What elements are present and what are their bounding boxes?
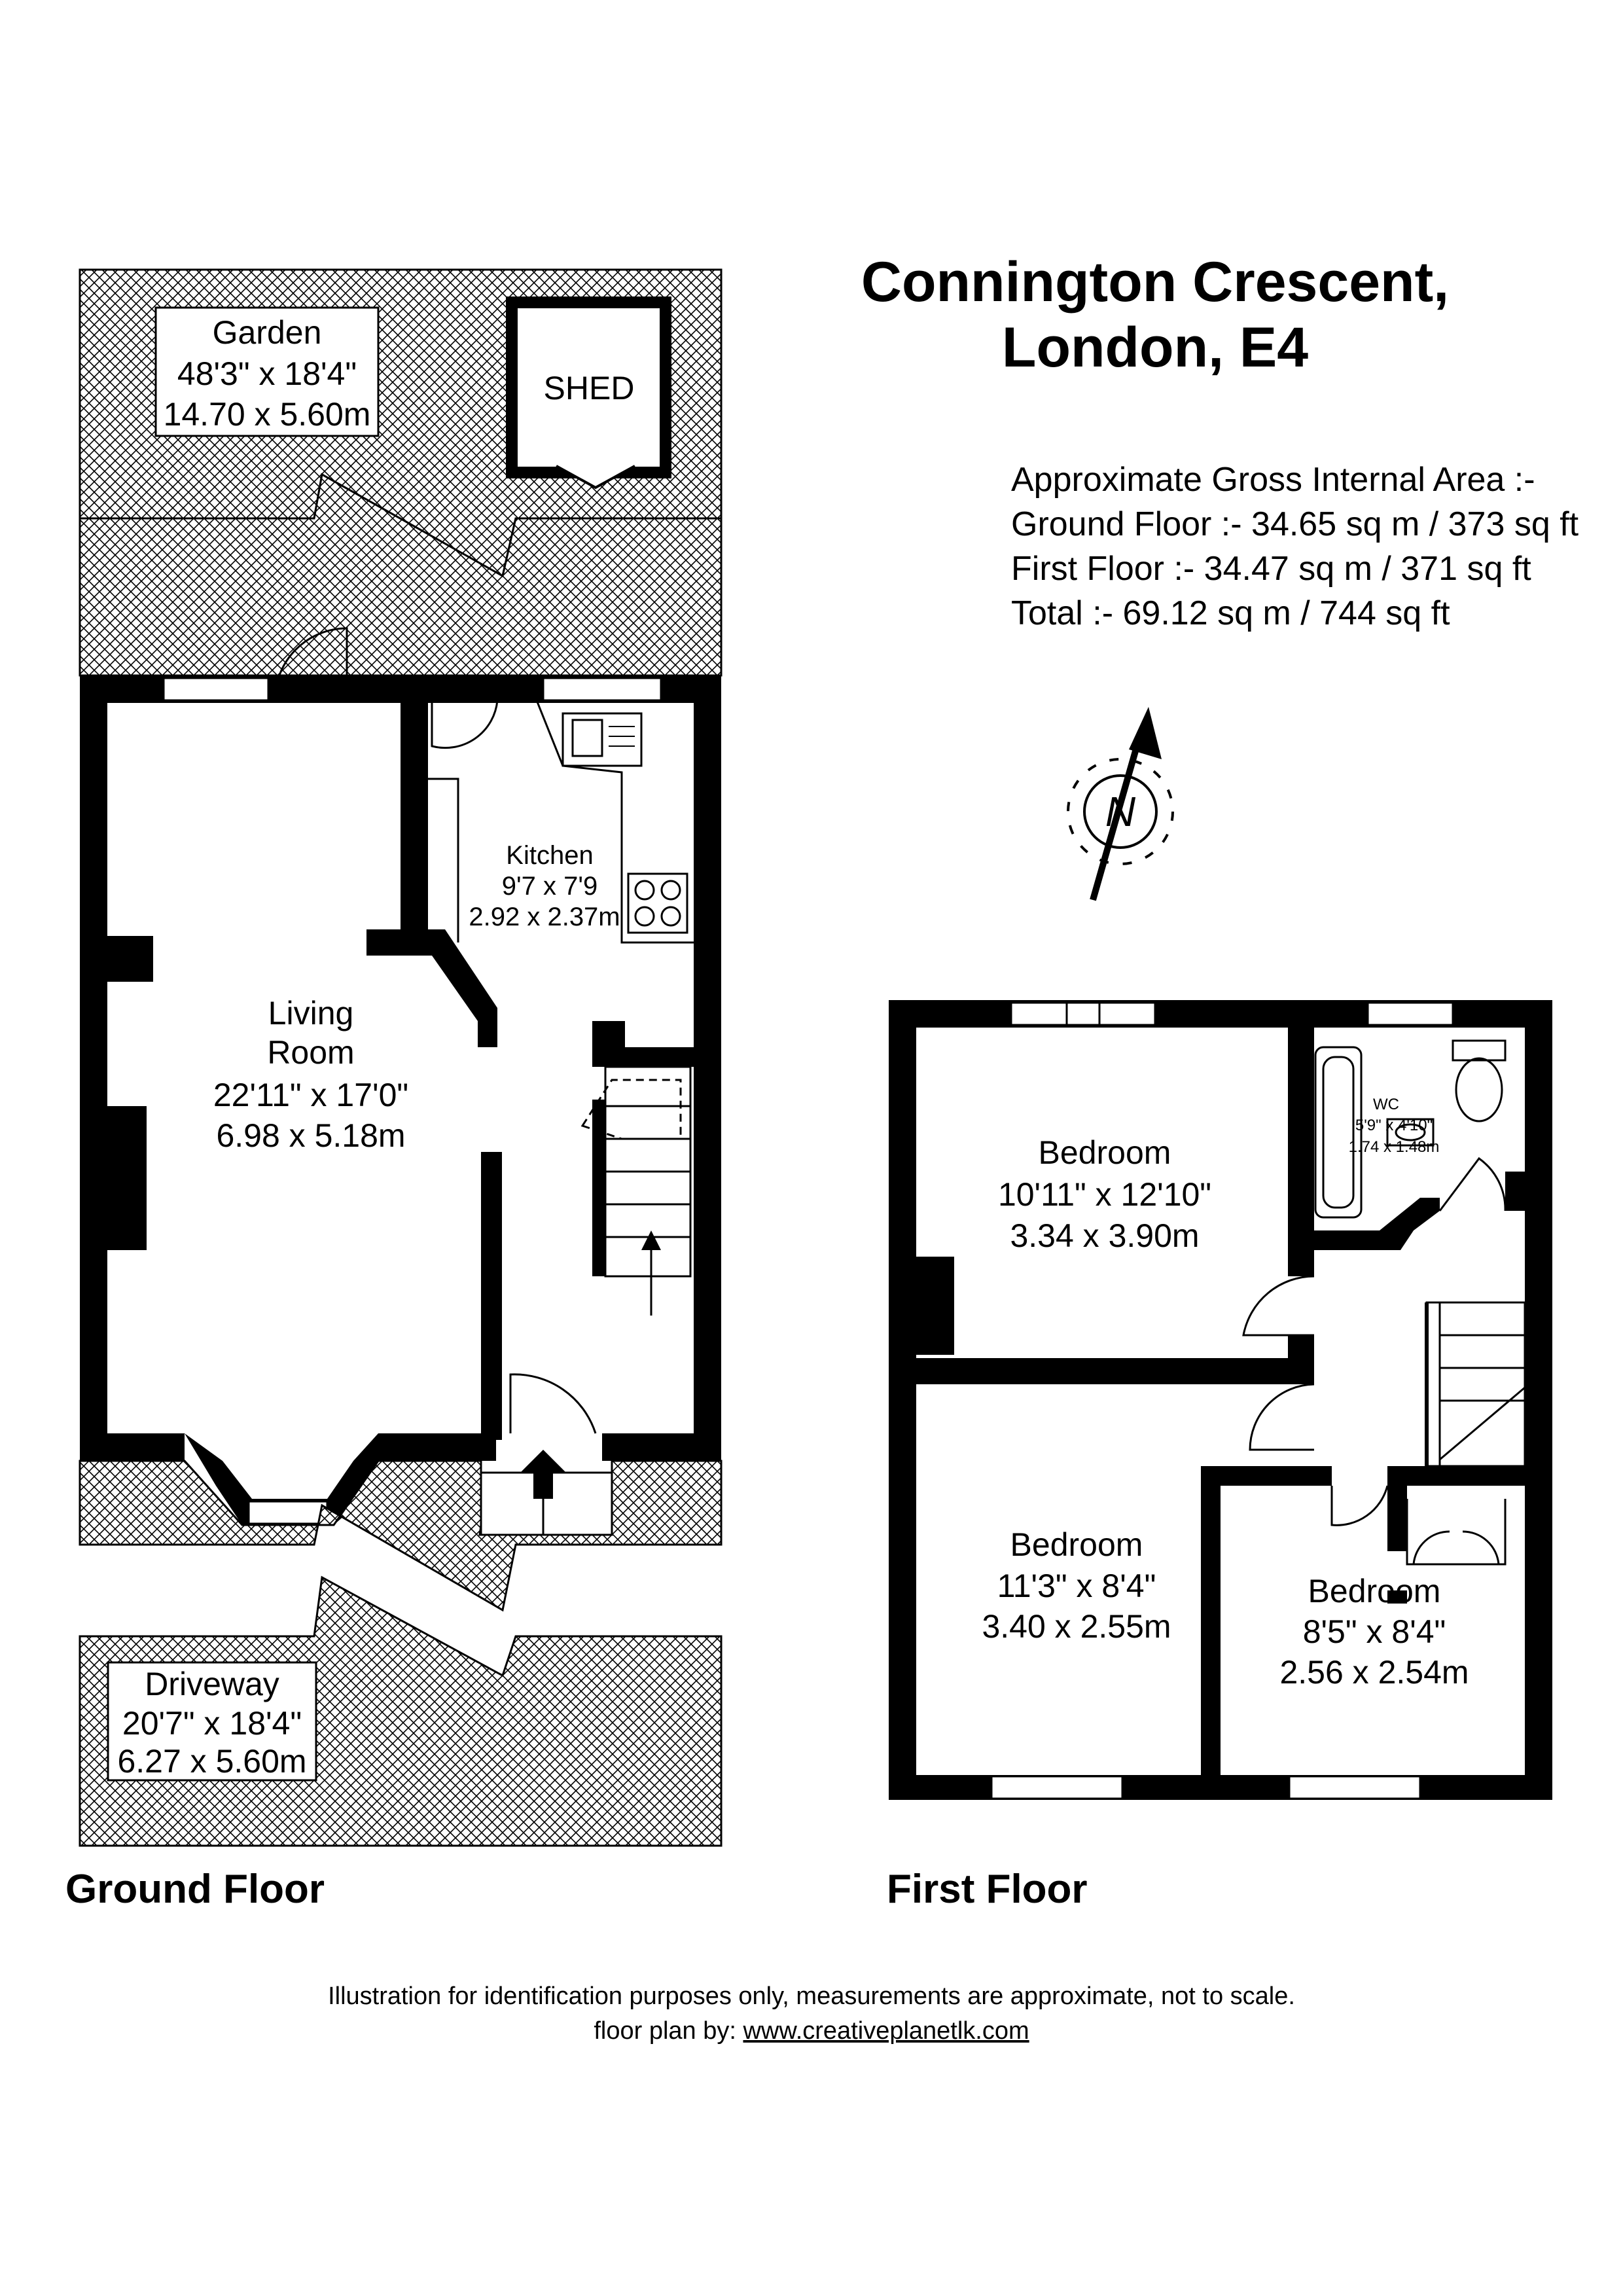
living-room-name-2: Room — [267, 1034, 354, 1071]
sink-icon — [562, 712, 643, 767]
first-floor-plan: Bedroom 10'11" x 12'10" 3.34 x 3.90m WC … — [887, 1000, 1552, 1912]
kitchen-worktop-left — [428, 778, 459, 942]
living-room-name-1: Living — [268, 995, 354, 1031]
bedroom1-metric: 3.34 x 3.90m — [1010, 1217, 1199, 1254]
credit-line: floor plan by: www.creativeplanetlk.com — [594, 2017, 1029, 2045]
shed-label: SHED — [544, 370, 635, 406]
kitchen-name: Kitchen — [506, 841, 593, 870]
living-room-metric: 6.98 x 5.18m — [216, 1117, 405, 1154]
bath-icon — [1314, 1046, 1363, 1219]
area-first-floor: First Floor :- 34.47 sq m / 371 sq ft — [1011, 550, 1531, 588]
wc-window — [1366, 1001, 1454, 1026]
area-total: Total :- 69.12 sq m / 744 sq ft — [1011, 594, 1450, 632]
credit-prefix: floor plan by: — [594, 2017, 743, 2045]
bedroom3-metric: 2.56 x 2.54m — [1279, 1654, 1469, 1691]
entrance-arrow-icon — [520, 1450, 566, 1499]
property-title: Connington Crescent, London, E4 — [861, 251, 1449, 379]
bedroom1-window — [1010, 1001, 1156, 1026]
first-stairs — [1425, 1301, 1526, 1467]
kitchen-metric: 2.92 x 2.37m — [469, 903, 620, 931]
ground-floor-title: Ground Floor — [65, 1867, 325, 1912]
bedroom3-window — [1288, 1775, 1421, 1800]
kitchen-worktop — [535, 700, 694, 944]
driveway-metric: 6.27 x 5.60m — [117, 1743, 306, 1780]
living-room-imperial: 22'11" x 17'0" — [213, 1077, 408, 1113]
first-floor-title: First Floor — [887, 1867, 1088, 1912]
compass-letter: N — [1105, 788, 1136, 835]
bedroom1-name: Bedroom — [1039, 1134, 1171, 1171]
wc-metric: 1.74 x 1.48m — [1349, 1138, 1440, 1156]
garden-name: Garden — [213, 314, 322, 351]
garden-label-box — [154, 306, 380, 437]
title-line-1: Connington Crescent, — [861, 251, 1449, 314]
title-line-2: London, E4 — [1002, 316, 1308, 379]
area-ground-floor: Ground Floor :- 34.65 sq m / 373 sq ft — [1011, 505, 1579, 543]
kitchen-window — [542, 677, 662, 702]
area-heading: Approximate Gross Internal Area :- — [1011, 461, 1535, 499]
bedroom2-imperial: 11'3" x 8'4" — [997, 1568, 1156, 1604]
bedroom2-metric: 3.40 x 2.55m — [982, 1608, 1171, 1645]
bay-window-front — [247, 1500, 329, 1525]
hob-icon — [627, 872, 688, 934]
garden-imperial: 48'3" x 18'4" — [177, 355, 357, 392]
wardrobe — [1406, 1499, 1507, 1566]
bedroom1-door-icon — [1242, 1275, 1315, 1336]
wardrobe-door-icon — [1412, 1530, 1500, 1565]
wc-name: WC — [1373, 1096, 1399, 1113]
garden-door-icon — [274, 627, 348, 701]
first-floor-walls — [889, 1000, 1552, 1800]
bedroom3-name: Bedroom — [1308, 1573, 1441, 1609]
basin-icon — [1386, 1118, 1435, 1147]
credit-link[interactable]: www.creativeplanetlk.com — [742, 2017, 1029, 2045]
wc-imperial: 5'9" x 4'10" — [1355, 1117, 1433, 1134]
shed: SHED — [506, 296, 671, 490]
bedroom3-door-icon — [1330, 1485, 1389, 1526]
wc-door-icon — [1438, 1157, 1507, 1211]
sink-bowl-icon — [571, 719, 603, 757]
bedroom2-door-icon — [1249, 1383, 1315, 1451]
toilet-cistern-icon — [1452, 1039, 1507, 1062]
front-door-icon — [509, 1373, 597, 1434]
front-hatched-area — [79, 1460, 722, 1612]
garden-metric: 14.70 x 5.60m — [164, 396, 371, 433]
driveway-imperial: 20'7" x 18'4" — [122, 1705, 302, 1742]
bedroom2-name: Bedroom — [1010, 1526, 1143, 1563]
north-arrow-icon: N — [1067, 707, 1174, 901]
ground-floor-plan: Garden 48'3" x 18'4" 14.70 x 5.60m SHED — [65, 268, 722, 1912]
living-rear-window — [162, 677, 270, 702]
driveway-label-box — [107, 1661, 317, 1782]
footer: Illustration for identification purposes… — [328, 1982, 1295, 2045]
bedroom1-imperial: 10'11" x 12'10" — [998, 1176, 1211, 1213]
disclaimer: Illustration for identification purposes… — [328, 1982, 1295, 2010]
bedroom3-imperial: 8'5" x 8'4" — [1303, 1613, 1446, 1650]
kitchen-door-icon — [431, 700, 499, 749]
toilet-icon — [1455, 1057, 1503, 1122]
driveway-name: Driveway — [145, 1666, 279, 1702]
kitchen-imperial: 9'7 x 7'9 — [502, 872, 597, 901]
bedroom2-window — [990, 1775, 1124, 1800]
gross-internal-area: Approximate Gross Internal Area :- Groun… — [1011, 461, 1579, 632]
ground-stairs — [580, 1066, 692, 1316]
